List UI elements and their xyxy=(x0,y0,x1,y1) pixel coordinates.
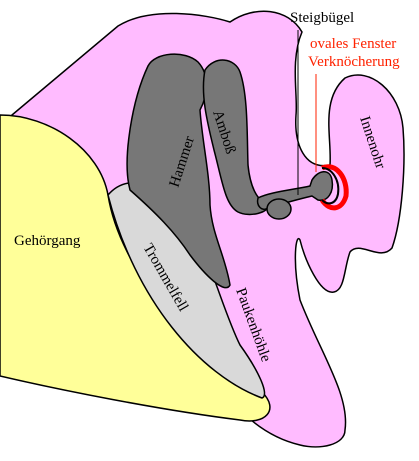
label-ovales-fenster: ovales Fenster xyxy=(310,36,396,52)
label-steigbuegel: Steigbügel xyxy=(290,10,354,26)
stirrup-head xyxy=(267,199,291,219)
label-gehoergang: Gehörgang xyxy=(14,233,81,249)
label-verknoecherung: Verknöcherung xyxy=(308,54,400,70)
